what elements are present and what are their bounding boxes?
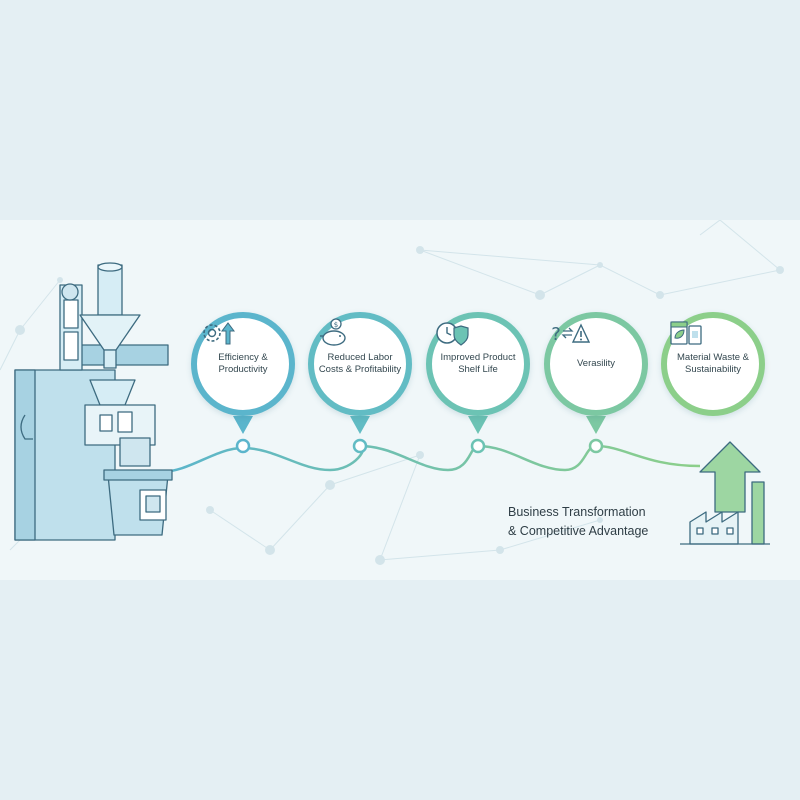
benefit-shelf-life: Improved Product Shelf Life — [426, 312, 530, 416]
gear-arrow-up-icon — [203, 322, 235, 345]
benefit-labor-costs: $ Reduced Labor Costs & Profitability — [308, 312, 412, 416]
packaging-machine-icon — [14, 262, 173, 541]
benefit-versatility: ? Verasility — [544, 312, 648, 416]
timeline-node — [470, 438, 486, 454]
timeline-node — [588, 438, 604, 454]
benefit-label: Verasility — [576, 358, 615, 369]
piggy-bank-icon: $ — [320, 318, 346, 346]
benefit-efficiency: Efficiency & Productivity — [191, 312, 295, 416]
outcome-line-2: & Competitive Advantage — [508, 524, 649, 538]
background-network — [0, 220, 784, 565]
benefit-label: Material Waste & Sustainability — [677, 352, 749, 375]
packages-leaf-icon — [670, 321, 702, 345]
benefit-label: Reduced Labor Costs & Profitability — [318, 352, 402, 375]
infographic-band: Efficiency & Productivity $ Reduced Labo… — [0, 220, 800, 580]
benefit-material-waste: Material Waste & Sustainability — [661, 312, 765, 416]
outcome-headline: Business Transformation & Competitive Ad… — [508, 503, 678, 541]
svg-text:$: $ — [334, 321, 338, 329]
clock-shield-icon — [436, 322, 469, 346]
factory-arrow-up-icon — [680, 441, 770, 545]
svg-text:?: ? — [551, 324, 561, 345]
benefit-label: Efficiency & Productivity — [218, 352, 268, 375]
question-exchange-warning-icon: ? — [551, 323, 590, 345]
benefit-label: Improved Product Shelf Life — [440, 352, 516, 375]
timeline-node — [235, 438, 251, 454]
outcome-line-1: Business Transformation — [508, 505, 646, 519]
timeline-node — [352, 438, 368, 454]
